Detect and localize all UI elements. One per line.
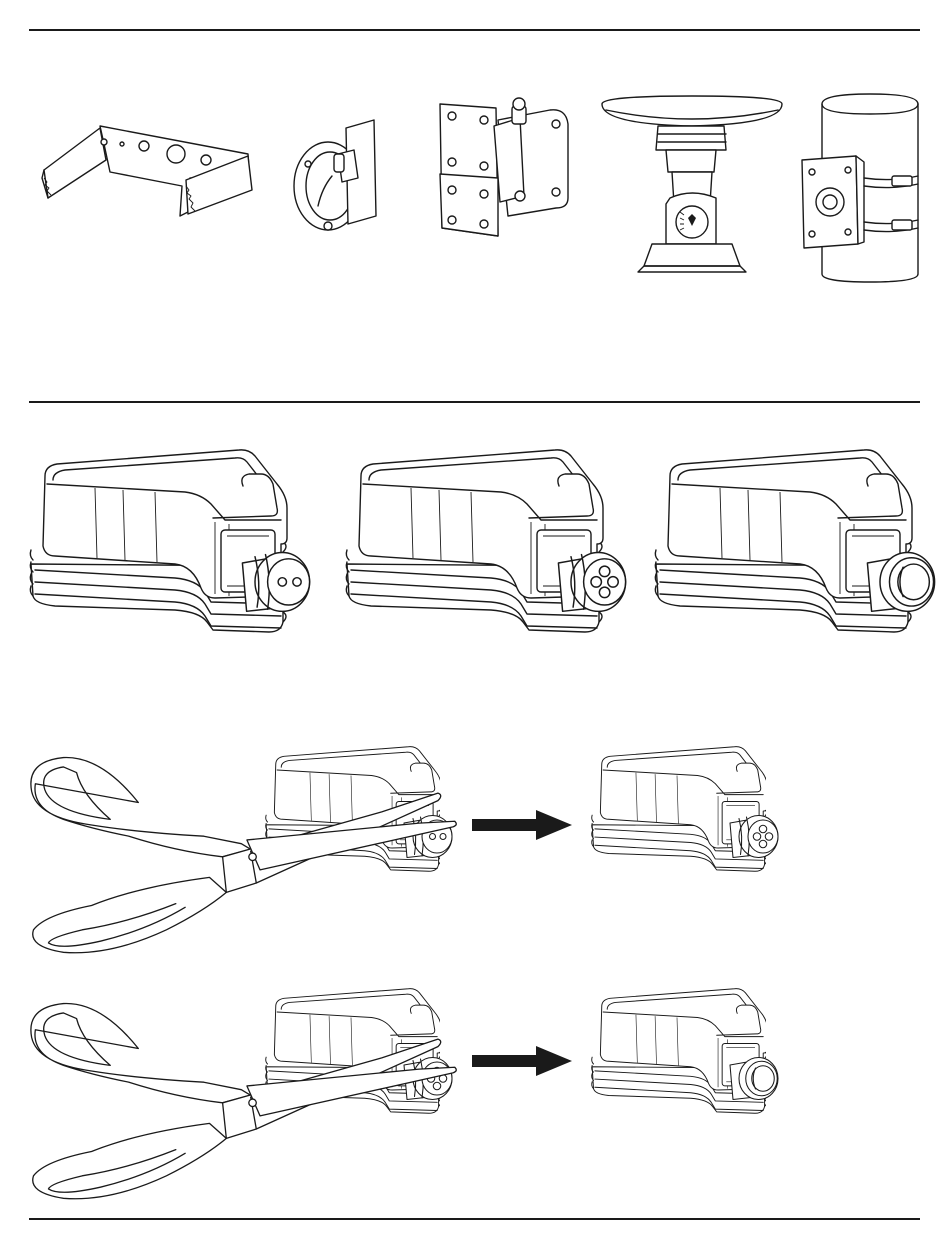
cover-four-pin-plug [336,446,618,636]
arrow-right-icon [472,810,572,840]
step2-result-cover [588,986,778,1118]
section-divider-top [29,29,920,31]
arrow-right-icon [472,1046,572,1076]
section-divider-middle [29,401,920,403]
swivel-wall-bracket-illustration [438,96,573,246]
wall-mount-pivot-illustration [288,114,384,239]
step1-result-cover [588,744,778,876]
cover-open-gland [645,446,927,636]
cover-two-pin-plug [20,446,302,636]
u-bracket-illustration [40,120,255,220]
section-divider-bottom [29,1218,920,1220]
ceiling-mount-illustration [600,94,785,279]
scissors-icon [26,990,466,1210]
pole-mount-illustration [800,92,925,284]
scissors-icon [26,744,466,964]
